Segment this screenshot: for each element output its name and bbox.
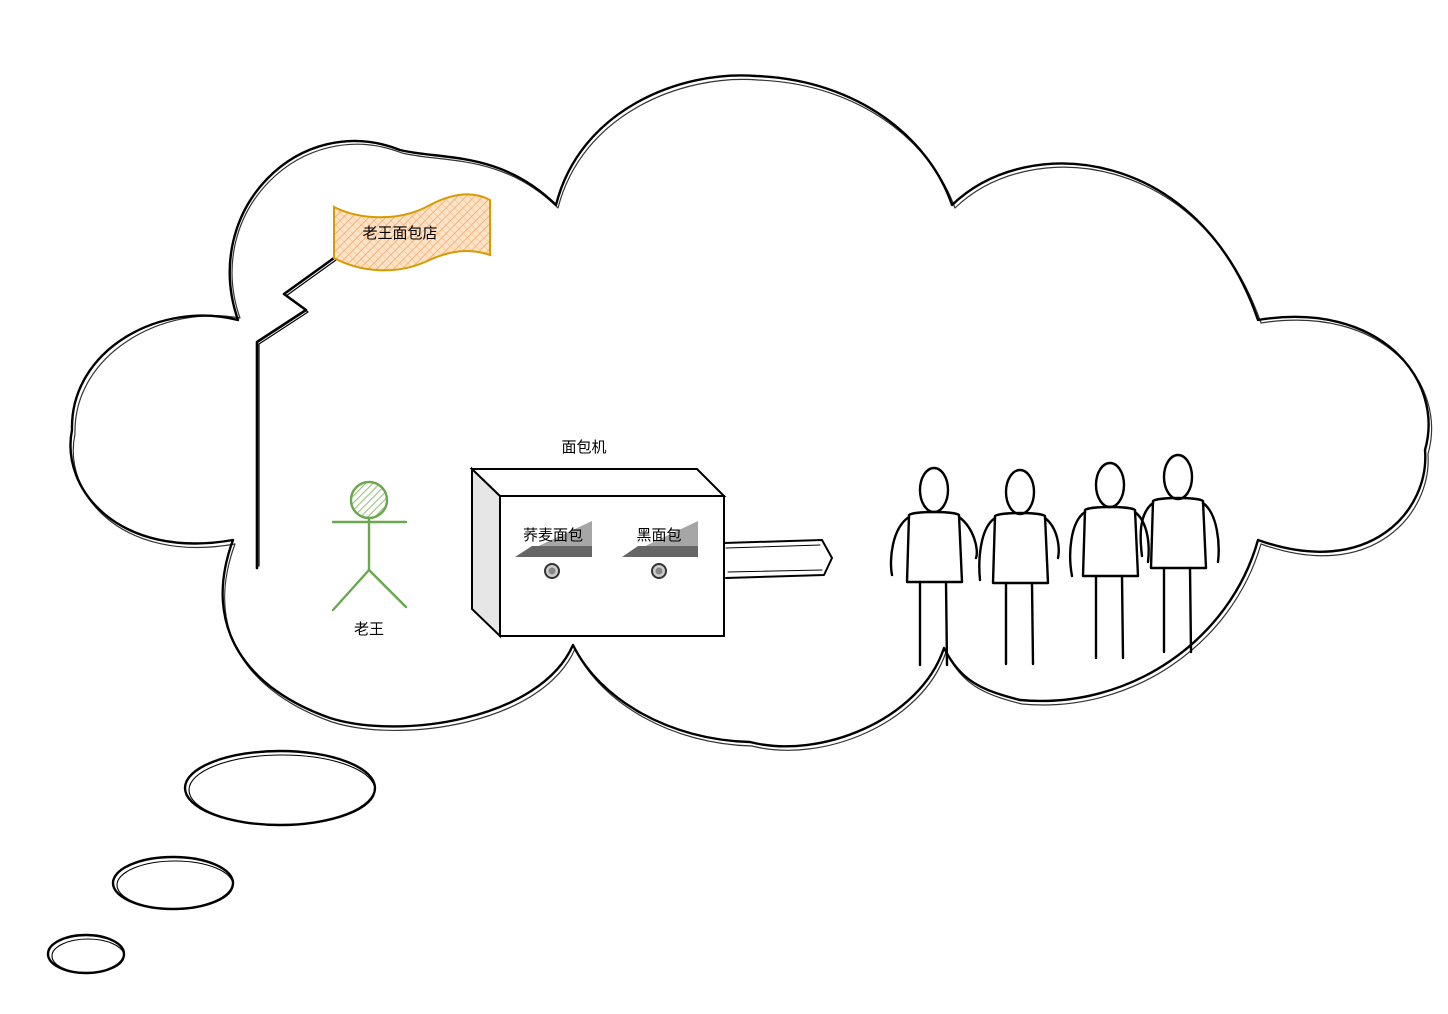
- customer-figure: [1139, 453, 1220, 654]
- machine-slot-buckwheat: 荞麦面包: [515, 521, 592, 579]
- shop-flag: 老王面包店: [255, 193, 491, 570]
- slot-label-buckwheat: 荞麦面包: [523, 526, 583, 544]
- customer-figure: [889, 466, 978, 667]
- flag-label: 老王面包店: [362, 224, 437, 242]
- baker-label: 老王: [354, 620, 384, 638]
- customers-group: [889, 453, 1220, 667]
- thought-bubble-trail: [46, 749, 377, 975]
- baker-actor: [331, 480, 408, 612]
- bread-machine: 荞麦面包 黑面包: [469, 466, 833, 639]
- thought-cloud: [69, 74, 1433, 751]
- customer-figure: [1069, 461, 1150, 660]
- slot-label-black: 黑面包: [636, 526, 681, 544]
- customer-figure: [978, 468, 1060, 666]
- machine-slot-black: 黑面包: [622, 521, 698, 579]
- machine-output-chute: [723, 539, 833, 579]
- machine-label: 面包机: [561, 438, 606, 456]
